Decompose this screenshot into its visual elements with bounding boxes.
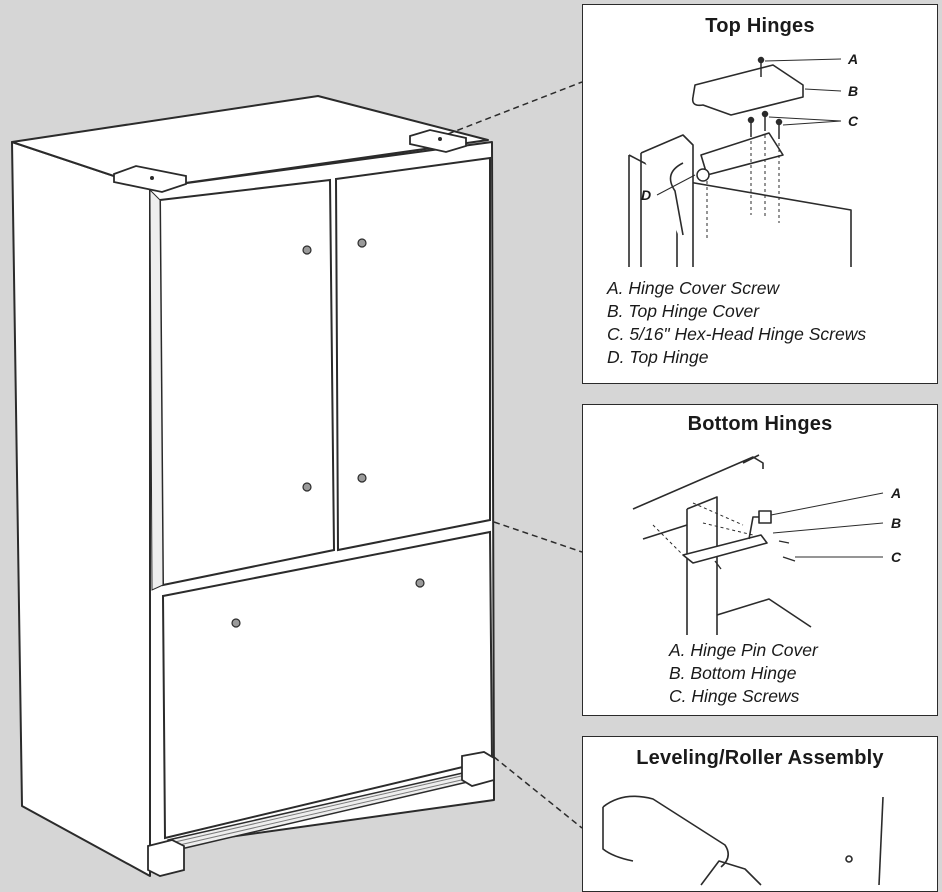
fridge-side-panel	[11, 141, 151, 877]
legend-item: C. Hinge Screws	[669, 686, 800, 706]
top-hinge-left	[113, 165, 187, 193]
bottom-hinges-title: Bottom Hinges	[687, 413, 833, 435]
callout-d: D	[641, 187, 652, 203]
callout-a: A	[848, 51, 859, 67]
door-bottom-edge	[632, 454, 764, 510]
front-foot-left	[147, 839, 185, 877]
door-screw	[302, 482, 312, 492]
legend-item: D. Top Hinge	[607, 347, 709, 367]
hinge-screw-dot	[150, 176, 154, 180]
grille-line	[174, 777, 471, 847]
hinge-screw	[714, 560, 722, 570]
door-screw	[231, 618, 241, 628]
legend-item: B. Bottom Hinge	[669, 663, 797, 683]
top-hinge-pin	[696, 168, 710, 182]
door-screw	[357, 238, 367, 248]
cabinet-front	[642, 524, 688, 540]
top-hinges-panel: Top Hinges	[582, 4, 938, 384]
leveling-roller-title: Leveling/Roller Assembly	[636, 747, 884, 769]
bottom-hinge-detail	[632, 454, 884, 635]
hinge-screw	[782, 556, 796, 562]
callout-c: C	[891, 549, 902, 565]
bottom-hinge	[682, 534, 768, 564]
bottom-hinges-panel: Bottom Hinges	[582, 404, 938, 716]
fridge-top-panel	[11, 95, 489, 189]
roller-housing-top	[602, 795, 729, 868]
right-french-door	[334, 156, 491, 552]
cabinet-body	[686, 496, 718, 635]
door-edge	[640, 134, 694, 267]
callout-a: A	[891, 485, 902, 501]
bottom-hinges-legend: A. Hinge Pin Cover B. Bottom Hinge C. Hi…	[669, 639, 818, 708]
top-hinge-cover	[691, 64, 804, 116]
bottom-hinge-bend	[748, 516, 759, 540]
top-hinges-title: Top Hinges	[705, 15, 815, 37]
hinge-pin-cover	[758, 510, 772, 524]
legend-item: C. 5/16" Hex-Head Hinge Screws	[607, 324, 867, 344]
top-hinges-legend: A. Hinge Cover Screw B. Top Hinge Cover …	[607, 277, 866, 369]
leveling-roller-detail	[602, 795, 884, 886]
legend-item: A. Hinge Pin Cover	[669, 640, 818, 660]
leveling-screw-hole	[845, 855, 853, 863]
door-screw	[415, 578, 425, 588]
grille-line	[174, 773, 471, 843]
cabinet-bottom	[716, 598, 812, 628]
door-screw	[302, 245, 312, 255]
leader-line-top	[447, 81, 583, 135]
top-hinge-detail	[628, 56, 852, 267]
top-hinge-right	[409, 129, 467, 153]
door-screw	[357, 473, 367, 483]
left-french-door	[158, 178, 336, 587]
roller-bracket	[700, 860, 762, 886]
front-foot-right	[461, 751, 495, 787]
leveling-roller-panel: Leveling/Roller Assembly	[582, 736, 938, 892]
callout-b: B	[891, 515, 902, 531]
cabinet-edge	[878, 796, 884, 886]
leader-line-leveling	[493, 756, 583, 829]
hinge-screw	[778, 540, 790, 544]
callout-c: C	[848, 113, 859, 129]
hinge-cover-screw-head	[757, 56, 765, 64]
callout-b: B	[848, 83, 859, 99]
leader-line-bottom	[493, 521, 583, 553]
door-edge-shade	[149, 188, 164, 591]
hinge-screw-dot	[438, 137, 442, 141]
legend-item: A. Hinge Cover Screw	[607, 278, 780, 298]
roller-housing-side	[602, 807, 634, 862]
legend-item: B. Top Hinge Cover	[607, 301, 760, 321]
top-hinge-plate	[700, 132, 784, 176]
top-hinge-arm	[669, 162, 684, 236]
